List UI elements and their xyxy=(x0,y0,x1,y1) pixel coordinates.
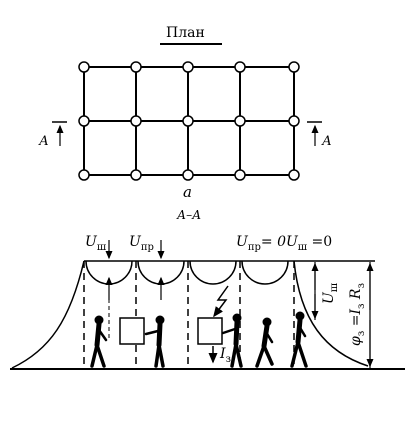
plan-title: План xyxy=(166,25,205,41)
ground-potential-formula: φз =Iз Rз xyxy=(348,283,367,346)
section-view xyxy=(10,240,405,370)
potential-dips xyxy=(85,260,289,285)
figure-part-label: а xyxy=(183,183,192,201)
equality-formula: Uпр= 0Uш =0 xyxy=(236,234,332,253)
u-pr-left-label: Uпр xyxy=(129,234,154,253)
person-touching-faulted-box-icon xyxy=(221,313,243,368)
u-sh-right-label: Uш xyxy=(321,282,340,304)
fault-current-label: Iз xyxy=(219,346,231,365)
person-touching-left-box-icon xyxy=(144,315,165,368)
u-sh-left-label: Uш xyxy=(85,234,107,253)
section-title: А–А xyxy=(176,208,201,222)
svg-text:φз =Iз Rз: φз =Iз Rз xyxy=(348,283,367,346)
person-walking-right-icon xyxy=(255,317,274,368)
cut-marker-right-label: А xyxy=(321,134,332,149)
cut-marker-right: А xyxy=(307,121,332,149)
fault-lightning-icon xyxy=(213,285,229,318)
svg-text:Uш: Uш xyxy=(321,282,340,304)
equipment-box-left xyxy=(119,317,145,345)
person-walking-left-icon xyxy=(90,315,108,368)
cut-marker-left: А xyxy=(38,121,67,149)
cut-marker-left-label: А xyxy=(38,134,49,149)
equipment-box-faulted xyxy=(197,317,223,345)
potential-curve-left xyxy=(11,260,85,369)
plan-grid-nodes xyxy=(78,61,300,181)
person-outside-grid-icon xyxy=(290,311,308,368)
potential-curve-right xyxy=(293,260,369,367)
